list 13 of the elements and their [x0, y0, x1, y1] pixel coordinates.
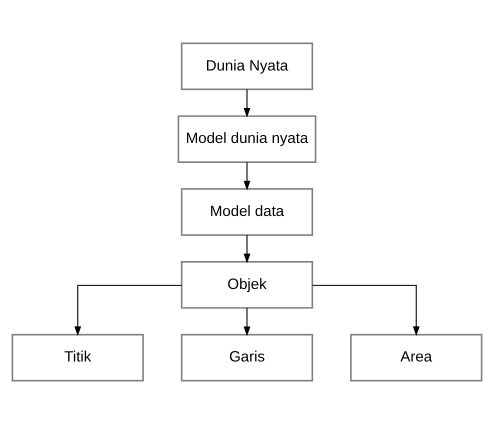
arrow [312, 284, 420, 336]
arrow [244, 88, 250, 118]
arrow [244, 307, 250, 336]
node-box: Titik [12, 333, 144, 382]
node-box: Model dunia nyata [178, 114, 316, 162]
arrow [244, 162, 250, 190]
node-box: Garis [180, 333, 314, 382]
arrow [74, 284, 182, 336]
node-box: Area [350, 333, 482, 382]
node-box: Model data [180, 188, 314, 236]
node-box: Objek [180, 260, 314, 308]
node-box: Dunia Nyata [180, 42, 314, 90]
arrow [244, 234, 250, 263]
